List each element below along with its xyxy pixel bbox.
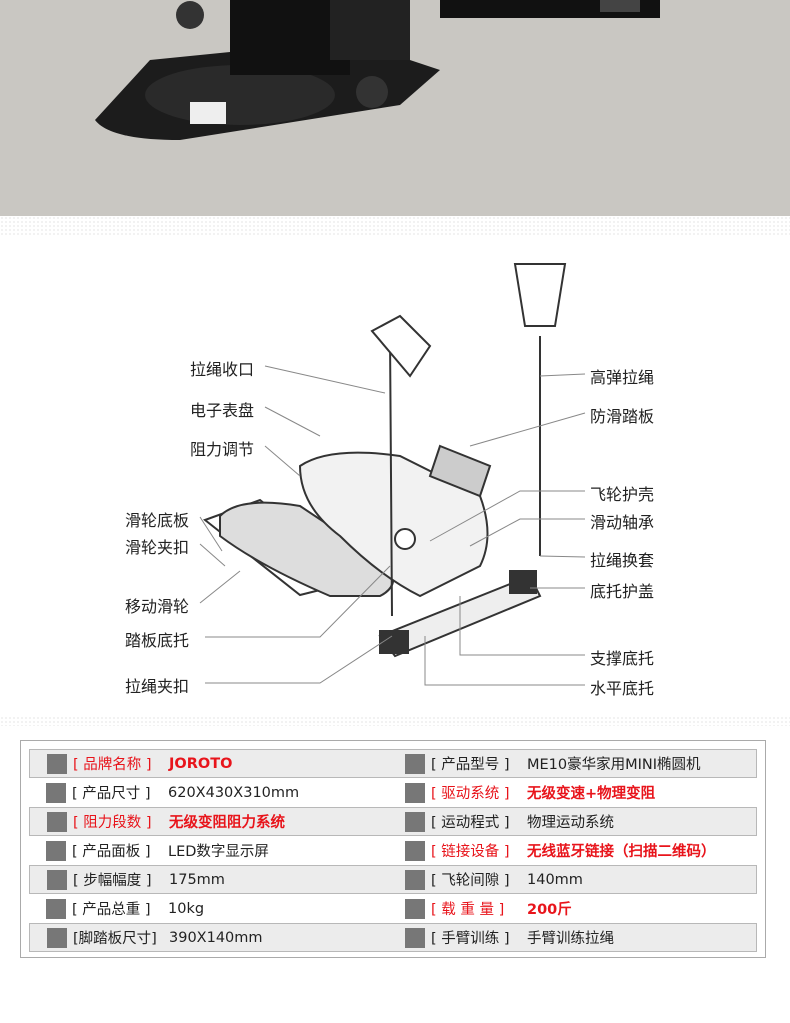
spec-key: [ 手臂训练 ]	[431, 931, 510, 947]
label-level-base: 水平底托	[590, 679, 655, 698]
spec-key: [脚踏板尺寸]	[73, 931, 157, 947]
label-support-base: 支撑底托	[590, 649, 655, 668]
label-flywheel-shell: 飞轮护壳	[590, 485, 655, 504]
spec-cell-right: [ 手臂训练 ] 手臂训练拉绳	[393, 924, 756, 951]
spec-key: [ 产品面板 ]	[72, 844, 151, 860]
bullet-square-icon	[405, 782, 425, 803]
spec-value: 10kg	[168, 900, 205, 917]
spec-value: 140mm	[527, 871, 583, 888]
spec-cell-left: [ 产品尺寸 ] 620X430X310mm	[29, 778, 393, 807]
spec-row: [ 步幅幅度 ] 175mm [ 飞轮间隙 ] 140mm	[29, 865, 757, 894]
label-pulley-clip: 滑轮夹扣	[125, 538, 190, 557]
spec-key: [ 产品尺寸 ]	[72, 786, 151, 802]
bullet-square-icon	[405, 869, 425, 890]
label-pulley-base: 滑轮底板	[125, 511, 190, 530]
spec-cell-left: [ 品牌名称 ] JOROTO	[30, 750, 393, 777]
spec-key: [ 产品型号 ]	[431, 757, 510, 773]
bullet-square-icon	[405, 927, 425, 948]
spec-row: [ 产品总重 ] 10kg [ 载 重 量 ] 200斤	[29, 894, 757, 923]
spec-value: 390X140mm	[169, 929, 263, 946]
spec-key: [ 载 重 量 ]	[431, 902, 505, 918]
label-pedal-base: 踏板底托	[125, 631, 190, 650]
label-antislip-pedal: 防滑踏板	[590, 407, 655, 426]
spec-cell-left: [ 步幅幅度 ] 175mm	[30, 866, 393, 893]
spec-value: 无级变速+物理变阻	[527, 786, 656, 802]
spec-key: [ 运动程式 ]	[431, 815, 510, 831]
spec-row: [ 阻力段数 ] 无级变阻阻力系统 [ 运动程式 ] 物理运动系统	[29, 807, 757, 836]
spec-cell-left: [ 产品总重 ] 10kg	[29, 894, 393, 923]
bullet-square-icon	[47, 753, 67, 774]
spec-cell-right: [ 产品型号 ] ME10豪华家用MINI椭圆机	[393, 750, 756, 777]
spec-value: 无线蓝牙链接（扫描二维码）	[527, 844, 716, 860]
bullet-square-icon	[405, 811, 425, 832]
bullet-square-icon	[47, 869, 67, 890]
label-rope-sleeve: 拉绳换套	[590, 551, 655, 570]
bullet-square-icon	[46, 840, 66, 861]
spec-value: JOROTO	[169, 755, 233, 772]
spec-key: [ 链接设备 ]	[431, 844, 510, 860]
spec-table: [ 品牌名称 ] JOROTO [ 产品型号 ] ME10豪华家用MINI椭圆机…	[20, 740, 766, 958]
spec-key: [ 阻力段数 ]	[73, 815, 152, 831]
spec-row: [ 品牌名称 ] JOROTO [ 产品型号 ] ME10豪华家用MINI椭圆机	[29, 749, 757, 778]
label-base-cover: 底托护盖	[590, 582, 655, 601]
spec-key: [ 产品总重 ]	[72, 902, 151, 918]
spec-cell-right: [ 驱动系统 ] 无级变速+物理变阻	[393, 778, 757, 807]
bullet-square-icon	[47, 927, 67, 948]
spec-key: [ 飞轮间隙 ]	[431, 873, 510, 889]
bullet-square-icon	[405, 753, 425, 774]
stepper-base-photo	[95, 0, 660, 140]
spec-value: 物理运动系统	[527, 815, 614, 831]
spec-value: 无级变阻阻力系统	[169, 815, 285, 831]
product-photo	[0, 0, 790, 216]
stepper-line-drawing	[199, 263, 586, 686]
spec-value: ME10豪华家用MINI椭圆机	[527, 757, 701, 773]
spec-value: 620X430X310mm	[168, 784, 300, 801]
label-elastic-rope: 高弹拉绳	[590, 368, 655, 387]
label-display: 电子表盘	[190, 401, 255, 420]
bullet-square-icon	[405, 898, 425, 919]
spec-cell-right: [ 运动程式 ] 物理运动系统	[393, 808, 756, 835]
spec-value: 175mm	[169, 871, 225, 888]
spec-row: [脚踏板尺寸] 390X140mm [ 手臂训练 ] 手臂训练拉绳	[29, 923, 757, 952]
bullet-square-icon	[47, 811, 67, 832]
spec-cell-left: [ 阻力段数 ] 无级变阻阻力系统	[30, 808, 393, 835]
label-resistance-knob: 阻力调节	[190, 440, 255, 459]
spec-value: 200斤	[527, 902, 572, 918]
spec-value: LED数字显示屏	[168, 844, 269, 860]
bullet-square-icon	[46, 782, 66, 803]
label-rope-clip: 拉绳夹扣	[125, 677, 190, 696]
spec-key: [ 驱动系统 ]	[431, 786, 510, 802]
spec-cell-left: [ 产品面板 ] LED数字显示屏	[29, 836, 393, 865]
spec-row: [ 产品面板 ] LED数字显示屏 [ 链接设备 ] 无线蓝牙链接（扫描二维码）	[29, 836, 757, 865]
spec-row: [ 产品尺寸 ] 620X430X310mm [ 驱动系统 ] 无级变速+物理变…	[29, 778, 757, 807]
spec-key: [ 品牌名称 ]	[73, 757, 152, 773]
bullet-square-icon	[46, 898, 66, 919]
spec-cell-right: [ 载 重 量 ] 200斤	[393, 894, 757, 923]
label-rope-outlet: 拉绳收口	[190, 360, 255, 379]
parts-diagram: 拉绳收口 电子表盘 阻力调节 滑轮底板 滑轮夹扣 移动滑轮 踏板底托 拉绳夹扣 …	[0, 216, 790, 726]
label-moving-pulley: 移动滑轮	[125, 597, 190, 616]
spec-cell-right: [ 链接设备 ] 无线蓝牙链接（扫描二维码）	[393, 836, 757, 865]
spec-key: [ 步幅幅度 ]	[73, 873, 152, 889]
spec-cell-right: [ 飞轮间隙 ] 140mm	[393, 866, 756, 893]
spec-cell-left: [脚踏板尺寸] 390X140mm	[30, 924, 393, 951]
bullet-square-icon	[405, 840, 425, 861]
spec-value: 手臂训练拉绳	[527, 931, 614, 947]
label-sliding-bearing: 滑动轴承	[590, 513, 655, 532]
